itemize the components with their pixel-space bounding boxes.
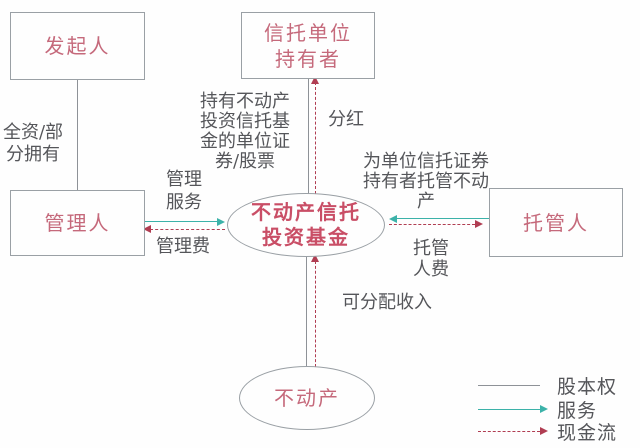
label-custody-service: 为单位信托证券 持有者托管不动 产	[363, 151, 489, 212]
arrowhead-right-service-icon	[217, 218, 225, 226]
label-distributable-income: 可分配收入	[342, 292, 432, 313]
legend-row-cashflow: 现金流	[478, 420, 618, 444]
arrowhead-right-custody-fee-icon	[475, 220, 483, 228]
label-management-service: 管理 服务	[166, 169, 202, 213]
node-sponsor: 发起人	[10, 12, 145, 80]
arrowhead-up-dividend-icon	[311, 76, 319, 84]
node-property: 不动产	[239, 366, 375, 430]
legend-equity-label: 股本权	[557, 375, 618, 398]
arrowhead-left-custody-service-icon	[389, 215, 397, 223]
legend-equity-line-icon	[478, 380, 548, 390]
node-unit-holders: 信托单位 持有者	[241, 12, 375, 79]
service-line-custodian-fund	[396, 218, 489, 219]
cashflow-line-management-fee	[150, 229, 225, 230]
cashflow-line-custody-fee	[389, 224, 475, 225]
equity-line-fund-property	[306, 255, 307, 367]
legend-service-label: 服务	[557, 399, 598, 422]
label-management-fee: 管理费	[156, 236, 210, 257]
label-ownership: 全资/部 分拥有	[2, 122, 64, 165]
node-manager: 管理人	[10, 190, 145, 256]
label-custody-fee: 托管 人费	[413, 238, 449, 280]
arrowhead-left-fee-icon	[143, 225, 151, 233]
cashflow-line-dividend	[315, 82, 316, 194]
legend-service-arrow-icon	[478, 404, 548, 414]
label-dividend: 分红	[328, 109, 364, 130]
legend-row-service: 服务	[478, 398, 598, 422]
node-custodian: 托管人	[489, 188, 623, 257]
label-hold-units: 持有不动产 投资信托基 金的单位证 券/股票	[200, 91, 290, 172]
legend-row-equity: 股本权	[478, 374, 618, 398]
equity-line-sponsor-manager	[77, 78, 78, 190]
legend-cashflow-label: 现金流	[557, 421, 618, 444]
arrowhead-up-income-icon	[311, 254, 319, 262]
node-reit-fund: 不动产信托 投资基金	[227, 193, 385, 257]
cashflow-line-distributable-income	[315, 261, 316, 367]
service-line-manager-fund	[144, 221, 218, 222]
equity-line-fund-holders	[308, 77, 309, 195]
legend-cashflow-arrow-icon	[478, 426, 548, 436]
